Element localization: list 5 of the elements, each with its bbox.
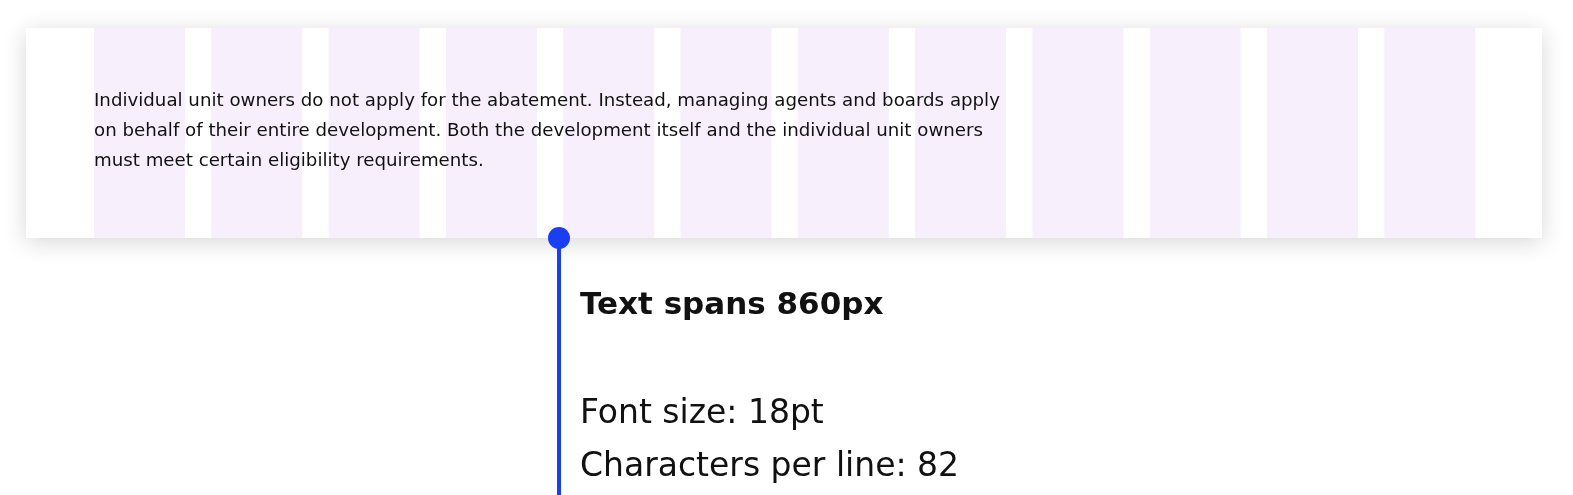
leader-line: [548, 227, 570, 495]
spec-text: Characters per line: 82: [580, 444, 961, 486]
body-paragraph: Individual unit owners do not apply for the abatement. Instead, managing agents and boards apply on behalf of their entire development. Both the development itself and the individual unit owners must meet certain eligibility requirements.: [94, 88, 1001, 172]
spec-text: Font size: 18pt: [580, 391, 825, 433]
callout-heading: Text spans 860px: [580, 284, 885, 323]
